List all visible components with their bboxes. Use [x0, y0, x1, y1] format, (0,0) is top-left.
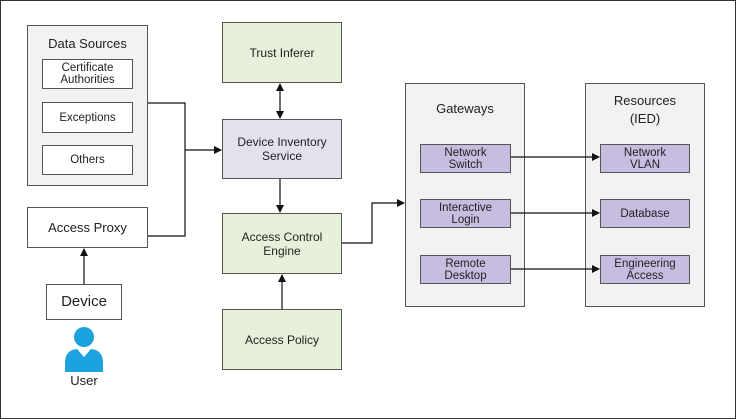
user-label: User — [70, 373, 98, 388]
trust-inferer-box: Trust Inferer — [222, 22, 342, 83]
user-icon — [65, 327, 103, 372]
device-inventory-service-box: Device Inventory Service — [222, 119, 342, 179]
access-control-engine-box: Access Control Engine — [222, 213, 342, 274]
others-box: Others — [42, 145, 133, 175]
remote-desktop-box: Remote Desktop — [420, 255, 511, 284]
exceptions-box: Exceptions — [42, 102, 133, 133]
device-box: Device — [46, 284, 122, 320]
access-proxy-box: Access Proxy — [27, 207, 148, 248]
resources-title: Resources (IED) — [613, 93, 677, 126]
interactive-login-box: Interactive Login — [420, 199, 511, 228]
network-vlan-box: Network VLAN — [600, 144, 690, 173]
engineering-access-box: Engineering Access — [600, 255, 690, 284]
gateways-title: Gateways — [436, 101, 494, 116]
network-switch-box: Network Switch — [420, 144, 511, 173]
access-policy-box: Access Policy — [222, 309, 342, 370]
data-sources-title: Data Sources — [48, 36, 127, 51]
certificate-authorities-box: Certificate Authorities — [42, 59, 133, 89]
database-box: Database — [600, 199, 690, 228]
